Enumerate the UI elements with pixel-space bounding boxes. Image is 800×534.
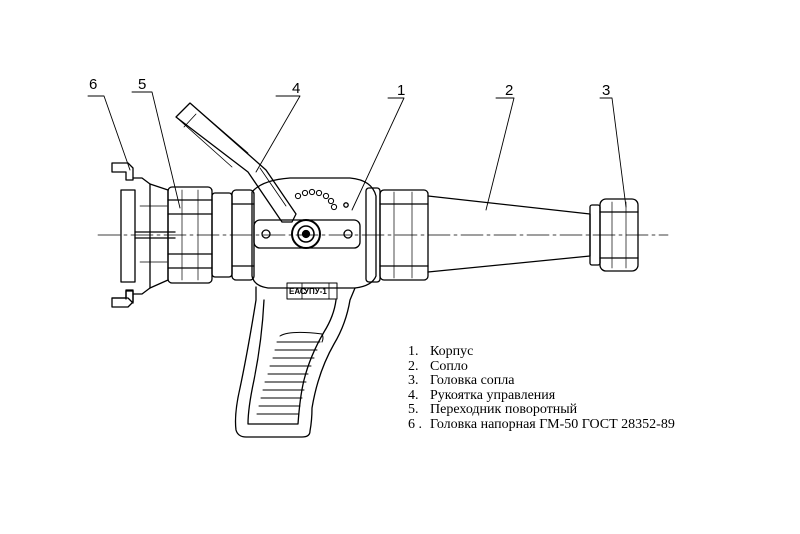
callout-1: 1 xyxy=(397,82,405,99)
badge-model: УПУ-1 xyxy=(304,287,327,296)
legend-item: 4.Рукоятка управления xyxy=(408,387,556,403)
housing-part-1 xyxy=(251,177,381,289)
legend-item: 5.Переходник поворотный xyxy=(408,402,578,418)
leader-lines xyxy=(87,91,627,211)
model-badge xyxy=(286,282,338,300)
swivel-adapter-part-5 xyxy=(167,186,255,284)
control-lever-part-4 xyxy=(175,102,297,223)
callout-2: 2 xyxy=(505,82,513,99)
nozzle-head-part-3 xyxy=(589,198,639,272)
legend-item: 3.Головка сопла xyxy=(408,373,515,389)
badge-eac: ЕАС xyxy=(289,287,306,296)
legend-item: 1.Корпус xyxy=(408,344,474,359)
pistol-grip xyxy=(234,286,356,438)
legend-item: 2.Сопло xyxy=(408,358,468,374)
callout-3: 3 xyxy=(602,82,610,99)
pivot-outer xyxy=(291,219,321,249)
callout-4: 4 xyxy=(292,80,300,97)
callout-5: 5 xyxy=(138,76,146,93)
callout-6: 6 xyxy=(89,76,97,93)
parts-legend: 1.Корпус 2.Сопло 3.Головка сопла 4.Рукоя… xyxy=(408,344,675,433)
legend-item: 6 .Головка напорная ГМ-50 ГОСТ 28352-89 xyxy=(408,416,675,432)
